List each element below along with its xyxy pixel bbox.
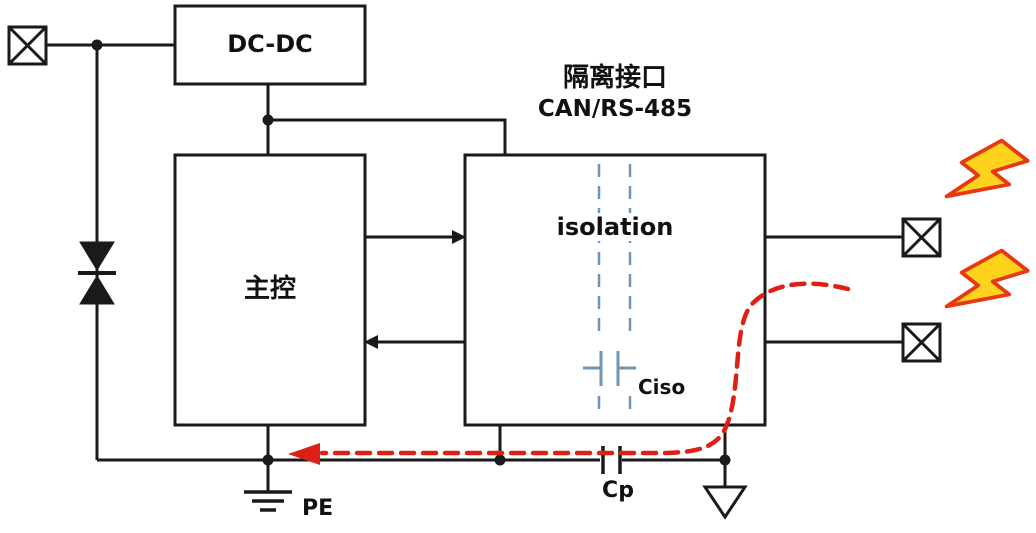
- ciso-capacitor-icon: [583, 351, 636, 386]
- chassis-ground-icon: [702, 485, 748, 520]
- surge-arrowhead-icon: [288, 443, 320, 465]
- cp-capacitor-icon: [601, 446, 622, 474]
- main-controller-box: [173, 153, 367, 427]
- arrow-right-icon: [452, 230, 466, 244]
- arrow-left-icon: [364, 335, 378, 349]
- bus-terminal-a-icon: [901, 217, 942, 258]
- bus-terminal-b-icon: [901, 322, 942, 363]
- surge-current-path: [319, 281, 851, 456]
- junction-dots: [91, 39, 731, 466]
- isolation-interface-box: [463, 153, 767, 427]
- pe-label: PE: [302, 496, 334, 521]
- tvs-diode-icon: [78, 241, 116, 305]
- isolation-label-wrap: isolation: [465, 213, 765, 242]
- lightning-icon: [944, 138, 1030, 199]
- input-terminal-icon: [7, 25, 48, 66]
- main-controller-label: 主控: [243, 274, 296, 305]
- isolation-barrier-dashes: [597, 164, 632, 418]
- lightning-icon: [944, 248, 1030, 309]
- earth-ground-icon: [244, 490, 292, 512]
- cp-label: Cp: [602, 478, 634, 503]
- dcdc-label: DC-DC: [227, 30, 313, 59]
- isolation-label: isolation: [550, 213, 680, 241]
- isolation-title-line1: 隔离接口: [562, 63, 667, 93]
- isolation-title-line2: CAN/RS-485: [537, 96, 693, 122]
- ciso-label: Ciso: [638, 375, 686, 399]
